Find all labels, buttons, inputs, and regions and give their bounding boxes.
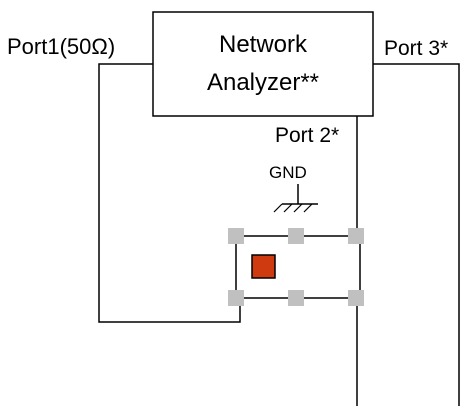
port3-wire bbox=[373, 63, 460, 406]
pad-top-middle bbox=[288, 228, 304, 244]
port2-label: Port 2* bbox=[275, 124, 340, 147]
port3-label: Port 3* bbox=[384, 37, 449, 60]
network-analyzer-box bbox=[152, 11, 374, 117]
network-analyzer-line1: Network bbox=[218, 31, 308, 58]
pad-bottom-right bbox=[348, 290, 364, 306]
ground-label: GND bbox=[269, 163, 307, 182]
pad-top-right bbox=[348, 228, 364, 244]
port1-label: Port1(50Ω) bbox=[7, 34, 116, 59]
network-analyzer-label: Network Analyzer** bbox=[153, 12, 373, 116]
ground-icon bbox=[273, 184, 318, 213]
port1-wire bbox=[98, 63, 241, 323]
pad-bottom-middle bbox=[288, 290, 304, 306]
dut-package bbox=[228, 228, 364, 306]
pad-top-left bbox=[228, 228, 244, 244]
network-analyzer-line2: Analyzer** bbox=[206, 69, 320, 96]
device-marker bbox=[251, 254, 276, 279]
pad-bottom-left bbox=[228, 290, 244, 306]
